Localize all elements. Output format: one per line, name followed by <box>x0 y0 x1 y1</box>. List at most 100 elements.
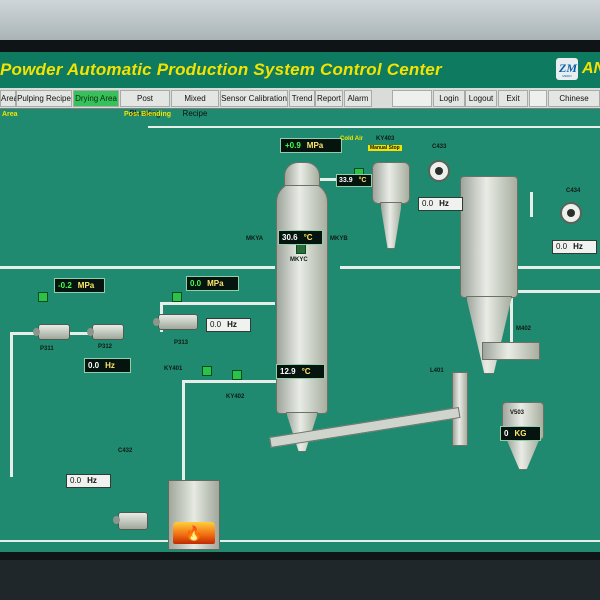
hot-air-furnace[interactable]: 🔥 <box>168 480 220 550</box>
c434-label: C434 <box>566 188 581 194</box>
v503-weight-unit: KG <box>514 429 527 438</box>
p311-label: P311 <box>40 346 54 352</box>
menu-pulping-recipe[interactable]: Pulping Recipe <box>16 90 72 107</box>
p312-frequency-unit: Hz <box>105 361 115 370</box>
area-label-post-blending: Post Blending <box>124 111 172 118</box>
c433-frequency-box: 0.0 Hz <box>418 197 463 211</box>
menu-sensor-calibration[interactable]: Sensor Calibration <box>220 90 288 107</box>
p313-frequency-unit: Hz <box>227 320 237 329</box>
tower-dome <box>284 162 320 186</box>
menu-trend[interactable]: Trend <box>289 90 315 107</box>
company-logo-icon: ZM MEMO <box>556 58 578 80</box>
mkyc-label: MKYC <box>290 257 308 263</box>
pipe-to-tower <box>160 302 275 305</box>
mkya-label: MKYA <box>246 236 264 242</box>
valve-ky402-icon[interactable] <box>232 370 242 380</box>
c432-frequency-unit: Hz <box>87 476 97 485</box>
menu-login[interactable]: Login <box>433 90 465 107</box>
valve-mkyc-icon[interactable] <box>296 244 306 254</box>
tower-pressure-value: +0.9 <box>285 141 301 150</box>
menu-report[interactable]: Report <box>315 90 343 107</box>
pipe-hot-air <box>182 380 277 383</box>
pump-p313-icon[interactable] <box>153 314 198 330</box>
valve-p313-icon[interactable] <box>172 292 182 302</box>
menu-logout[interactable]: Logout <box>465 90 497 107</box>
cyclone-ky403[interactable] <box>372 162 410 204</box>
sieve-m402[interactable] <box>482 342 540 360</box>
bag-filter[interactable] <box>460 176 518 298</box>
fan-c432-icon[interactable] <box>113 512 148 530</box>
tower-top-temp-value: 30.6 <box>282 233 298 242</box>
title-bar: Powder Automatic Production System Contr… <box>0 52 600 88</box>
cold-air-temp-value: 33.9 <box>339 177 353 184</box>
c434-frequency-unit: Hz <box>573 242 583 251</box>
p313-frequency-box: 0.0 Hz <box>206 318 251 332</box>
pipe-p312-in <box>65 332 105 335</box>
p313-pressure-display: 0.0 MPa <box>186 276 239 291</box>
menu-blank-field[interactable] <box>392 90 432 107</box>
c433-label: C433 <box>432 144 447 150</box>
c434-frequency-value: 0.0 <box>556 242 568 251</box>
fan-c433-icon[interactable] <box>428 160 450 182</box>
tower-top-temp-display: 30.6 °C <box>278 230 323 245</box>
ky403-label: KY403 <box>376 136 395 142</box>
c433-frequency-value: 0.0 <box>422 199 434 208</box>
c433-frequency-unit: Hz <box>439 199 449 208</box>
logo-mark: ZM <box>559 61 577 75</box>
pipe-top-return <box>148 126 600 128</box>
bag-filter-cone <box>466 296 512 374</box>
p313-pressure-value: 0.0 <box>190 279 202 288</box>
ky402-label: KY402 <box>226 394 245 400</box>
hmi-screen: Powder Automatic Production System Contr… <box>0 52 600 552</box>
tower-pressure-unit: MPa <box>306 141 324 150</box>
menu-exit[interactable]: Exit <box>498 90 528 107</box>
menu-area[interactable]: Area <box>0 90 18 107</box>
m402-label: M402 <box>516 326 532 332</box>
tower-pressure-display: +0.9 MPa <box>280 138 342 153</box>
pump-p312-icon[interactable] <box>87 324 124 340</box>
menu-post-blending[interactable]: Post Blending <box>120 90 170 118</box>
pipe-m402-right <box>510 290 600 293</box>
pipe-p311-in <box>10 332 40 335</box>
fan-c434-icon[interactable] <box>560 202 582 224</box>
pump-p311-icon[interactable] <box>33 324 70 340</box>
p313-frequency-value: 0.0 <box>210 320 222 329</box>
menu-drying-area[interactable]: Drying Area <box>73 90 119 107</box>
app-title: Powder Automatic Production System Contr… <box>0 60 442 79</box>
menu-mixed-recipe[interactable]: Mixed Recipe <box>171 90 219 118</box>
pipe-cold-air <box>310 178 355 181</box>
menu-blank-field-2[interactable] <box>529 90 547 107</box>
p313-pressure-unit: MPa <box>207 279 224 288</box>
tower-bottom-temp-display: 12.9°C <box>276 364 325 379</box>
menu-language-chinese[interactable]: Chinese <box>548 90 600 107</box>
v503-weight-value: 0 <box>504 429 509 438</box>
valve-ky401-icon[interactable] <box>202 366 212 376</box>
tank-v503-cone <box>506 438 540 470</box>
cold-air-temp-unit: °C <box>358 177 367 184</box>
area-label-left: Area <box>2 111 18 118</box>
fire-icon: 🔥 <box>173 522 215 544</box>
pipe-c434 <box>530 192 533 217</box>
c434-frequency-box: 0.0 Hz <box>552 240 597 254</box>
p313-label: P313 <box>174 340 189 346</box>
cold-air-label: Cold Air <box>340 136 364 142</box>
manual-stop-tag: Manual Stop <box>368 145 402 151</box>
l401-label: L401 <box>430 368 444 374</box>
fan-c433-hub <box>435 167 443 175</box>
pipe-left-vertical <box>10 332 13 477</box>
c432-frequency-value: 0.0 <box>70 476 82 485</box>
menu-alarm[interactable]: Alarm <box>344 90 372 107</box>
tower-top-temp-unit: °C <box>303 233 313 242</box>
v503-weight-display: 0 KG <box>500 426 541 441</box>
cyclone-cone <box>380 202 402 249</box>
cold-air-temp-display: 33.9 °C <box>336 174 372 187</box>
mkyb-label: MKYB <box>330 236 348 242</box>
valve-p311-icon[interactable] <box>38 292 48 302</box>
spray-dryer-tower[interactable] <box>276 182 328 414</box>
p312-label: P312 <box>98 344 113 350</box>
pipe-furnace-up <box>182 380 185 480</box>
brand-text: AN <box>582 60 600 77</box>
logo-subtext: MEMO <box>562 74 572 78</box>
